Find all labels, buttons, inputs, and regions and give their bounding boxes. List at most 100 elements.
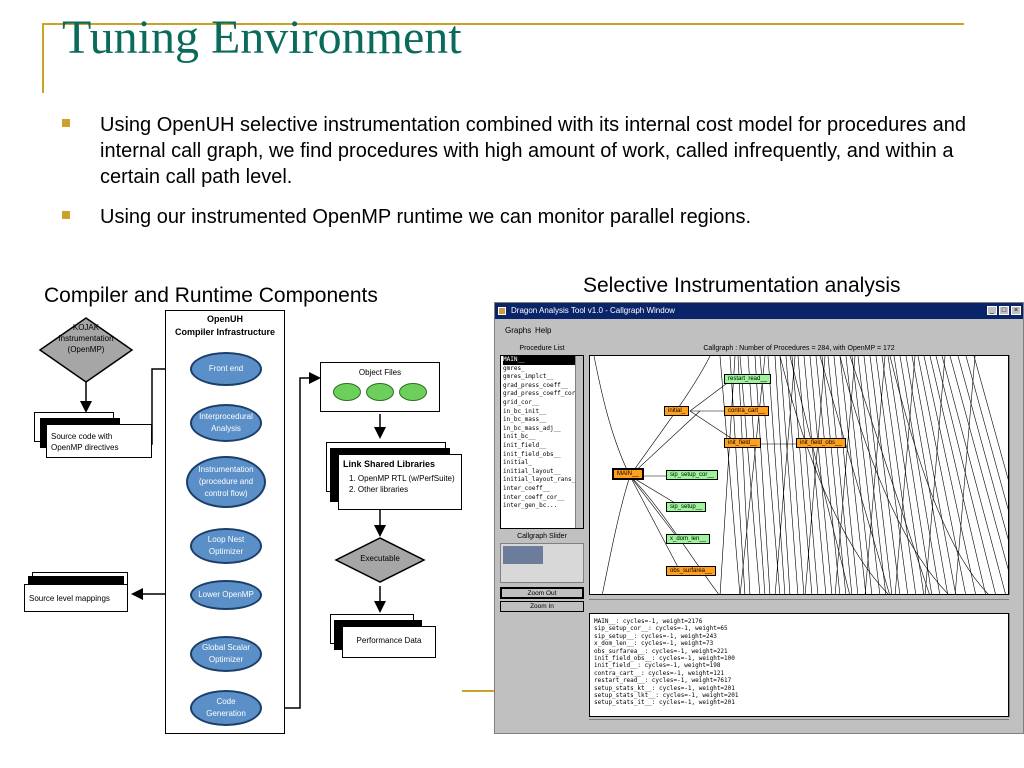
source-code-line-2: OpenMP directives bbox=[51, 443, 119, 452]
kojak-diamond bbox=[38, 317, 134, 383]
stage-lower-openmp: Lower OpenMP bbox=[190, 580, 262, 610]
openuh-title: OpenUH Compiler Infrastructure bbox=[165, 313, 285, 339]
info-horizontal-scrollbar[interactable] bbox=[589, 719, 1009, 729]
bullet-1-text: Using OpenUH selective instrumentation c… bbox=[100, 114, 966, 188]
info-line: x_dom_len__: cycles=-1, weight=73 bbox=[594, 640, 714, 648]
callgraph-slider-label: Callgraph Slider bbox=[517, 533, 567, 540]
info-line: obs_surfarea__: cycles=-1, weight=221 bbox=[594, 647, 728, 655]
object-file-icon bbox=[398, 383, 427, 401]
info-line: contra_cart__: cycles=-1, weight=121 bbox=[594, 669, 725, 677]
list-item[interactable]: initial_layout_rans_i... bbox=[503, 476, 584, 484]
window-titlebar[interactable]: Dragon Analysis Tool v1.0 - Callgraph Wi… bbox=[495, 303, 1023, 319]
stage-lno-line-2: Optimizer bbox=[208, 547, 244, 556]
weight-info-panel: MAIN__: cycles=-1, weight=2176 sip_setup… bbox=[589, 613, 1009, 717]
node-restart-read[interactable]: restart_read__ bbox=[724, 374, 772, 384]
bullet-square-icon bbox=[62, 119, 70, 127]
node-obs-surfarea[interactable]: obs_surfarea__ bbox=[666, 566, 716, 576]
link-item-2: 2. Other libraries bbox=[349, 485, 409, 494]
title-rule-left bbox=[42, 23, 44, 93]
stage-instr-line-2: (procedure and bbox=[198, 477, 254, 486]
node-initial[interactable]: initial_ bbox=[664, 406, 690, 416]
list-item[interactable]: init_bc__ bbox=[503, 433, 536, 441]
bullet-2-text: Using our instrumented OpenMP runtime we… bbox=[100, 206, 752, 228]
stage-codegen-line-2: Generation bbox=[206, 709, 246, 718]
stage-ipa-line-2: Analysis bbox=[211, 424, 241, 433]
list-item[interactable]: inter_coeff_cor__ bbox=[503, 493, 565, 501]
list-item[interactable]: grad_press_coeff__ bbox=[503, 381, 569, 389]
minimize-button[interactable]: _ bbox=[987, 306, 997, 315]
openuh-title-line-1: OpenUH bbox=[207, 314, 243, 324]
object-files-box: Object Files bbox=[320, 362, 440, 412]
kojak-line-1: KOJAK bbox=[72, 323, 100, 332]
stage-front-end-label: Front end bbox=[208, 364, 244, 373]
maximize-button[interactable]: □ bbox=[999, 306, 1009, 315]
stage-codegen-line-1: Code bbox=[216, 697, 236, 706]
list-item[interactable]: in_bc_mass_adj__ bbox=[503, 424, 561, 432]
node-main[interactable]: MAIN__ bbox=[612, 468, 644, 480]
executable-diamond bbox=[334, 537, 426, 583]
callgraph-canvas[interactable]: restart_read__ initial_ contra_cart__ in… bbox=[589, 355, 1009, 595]
list-item[interactable]: init_field_obs__ bbox=[503, 450, 561, 458]
info-line: setup_stats_kt__: cycles=-1, weight=201 bbox=[594, 684, 735, 692]
list-item[interactable]: init_field__ bbox=[503, 441, 547, 449]
info-vertical-scrollbar[interactable] bbox=[1009, 613, 1019, 717]
node-x-dom-len[interactable]: x_dom_len__ bbox=[666, 534, 711, 544]
info-line: setup_stats_it__: cycles=-1, weight=201 bbox=[594, 699, 735, 707]
list-item[interactable]: MAIN__ bbox=[503, 356, 583, 365]
window-title: Dragon Analysis Tool v1.0 - Callgraph Wi… bbox=[511, 306, 675, 315]
list-item[interactable]: gmres_implct__ bbox=[503, 373, 554, 381]
node-contra-cart[interactable]: contra_cart__ bbox=[724, 406, 769, 416]
node-init-field-obs[interactable]: init_field_obs__ bbox=[796, 438, 846, 448]
object-file-icon bbox=[333, 383, 362, 401]
node-init-field[interactable]: init_field__ bbox=[724, 438, 761, 448]
menu-graphs[interactable]: Graphs bbox=[505, 326, 532, 335]
list-item[interactable]: initial_layout__ bbox=[503, 467, 561, 475]
callgraph-vertical-scrollbar[interactable] bbox=[1009, 355, 1019, 595]
decorative-rule bbox=[462, 690, 496, 692]
kojak-label: KOJAK Instrumentation (OpenMP) bbox=[48, 322, 124, 355]
procedure-list-scrollbar[interactable] bbox=[575, 356, 583, 528]
caption-left: Compiler and Runtime Components bbox=[44, 284, 378, 307]
stage-ipa-line-1: Interprocedural bbox=[199, 412, 253, 421]
slider-thumb[interactable] bbox=[503, 546, 543, 564]
callgraph-horizontal-scrollbar[interactable] bbox=[589, 599, 1009, 609]
bullet-square-icon bbox=[62, 211, 70, 219]
node-sip-setup-cor[interactable]: sip_setup_cor__ bbox=[666, 470, 719, 480]
app-icon bbox=[498, 307, 506, 315]
node-sip-setup[interactable]: sip_setup__ bbox=[666, 502, 707, 512]
list-item[interactable]: grad_press_coeff_cor... bbox=[503, 390, 584, 398]
stage-front-end: Front end bbox=[190, 352, 262, 386]
source-level-mappings-label: Source level mappings bbox=[24, 584, 128, 612]
callgraph-edges bbox=[593, 356, 1008, 594]
title-rule bbox=[42, 23, 964, 25]
list-item[interactable]: initial_ bbox=[503, 459, 532, 467]
list-item[interactable]: grid_cor__ bbox=[503, 398, 540, 406]
zoom-out-button[interactable]: Zoom Out bbox=[500, 587, 584, 599]
list-item[interactable]: in_bc_mass__ bbox=[503, 416, 547, 424]
object-files-label: Object Files bbox=[358, 368, 402, 377]
list-item[interactable]: in_bc_init__ bbox=[503, 407, 547, 415]
info-line: MAIN__: cycles=-1, weight=2176 bbox=[594, 618, 703, 625]
stage-lower-openmp-label: Lower OpenMP bbox=[198, 590, 254, 599]
info-line: setup_stats_lkt__: cycles=-1, weight=201 bbox=[594, 692, 739, 700]
zoom-in-button[interactable]: Zoom In bbox=[500, 601, 584, 612]
stage-gso-line-1: Global Scalar bbox=[201, 643, 251, 652]
performance-data-doc: Performance Data bbox=[330, 614, 438, 660]
menu-help[interactable]: Help bbox=[535, 326, 552, 335]
stage-instr-line-3: control flow) bbox=[204, 489, 248, 498]
info-line: init_field__: cycles=-1, weight=198 bbox=[594, 662, 721, 670]
close-button[interactable]: × bbox=[1011, 306, 1021, 315]
executable-label: Executable bbox=[360, 554, 400, 563]
stage-gso-line-2: Optimizer bbox=[208, 655, 244, 664]
openuh-title-line-2: Compiler Infrastructure bbox=[174, 327, 276, 337]
caption-right: Selective Instrumentation analysis bbox=[583, 274, 901, 297]
list-item[interactable]: gmres_ bbox=[503, 364, 525, 372]
procedure-list-header: Procedure List bbox=[519, 345, 565, 352]
list-item[interactable]: inter_coeff__ bbox=[503, 484, 550, 492]
kojak-line-3: (OpenMP) bbox=[67, 345, 105, 354]
procedure-list[interactable]: MAIN__ gmres_ gmres_implct__ grad_press_… bbox=[500, 355, 584, 529]
list-item[interactable]: inter_gen_bc... bbox=[503, 502, 558, 510]
callgraph-slider[interactable] bbox=[500, 543, 584, 583]
